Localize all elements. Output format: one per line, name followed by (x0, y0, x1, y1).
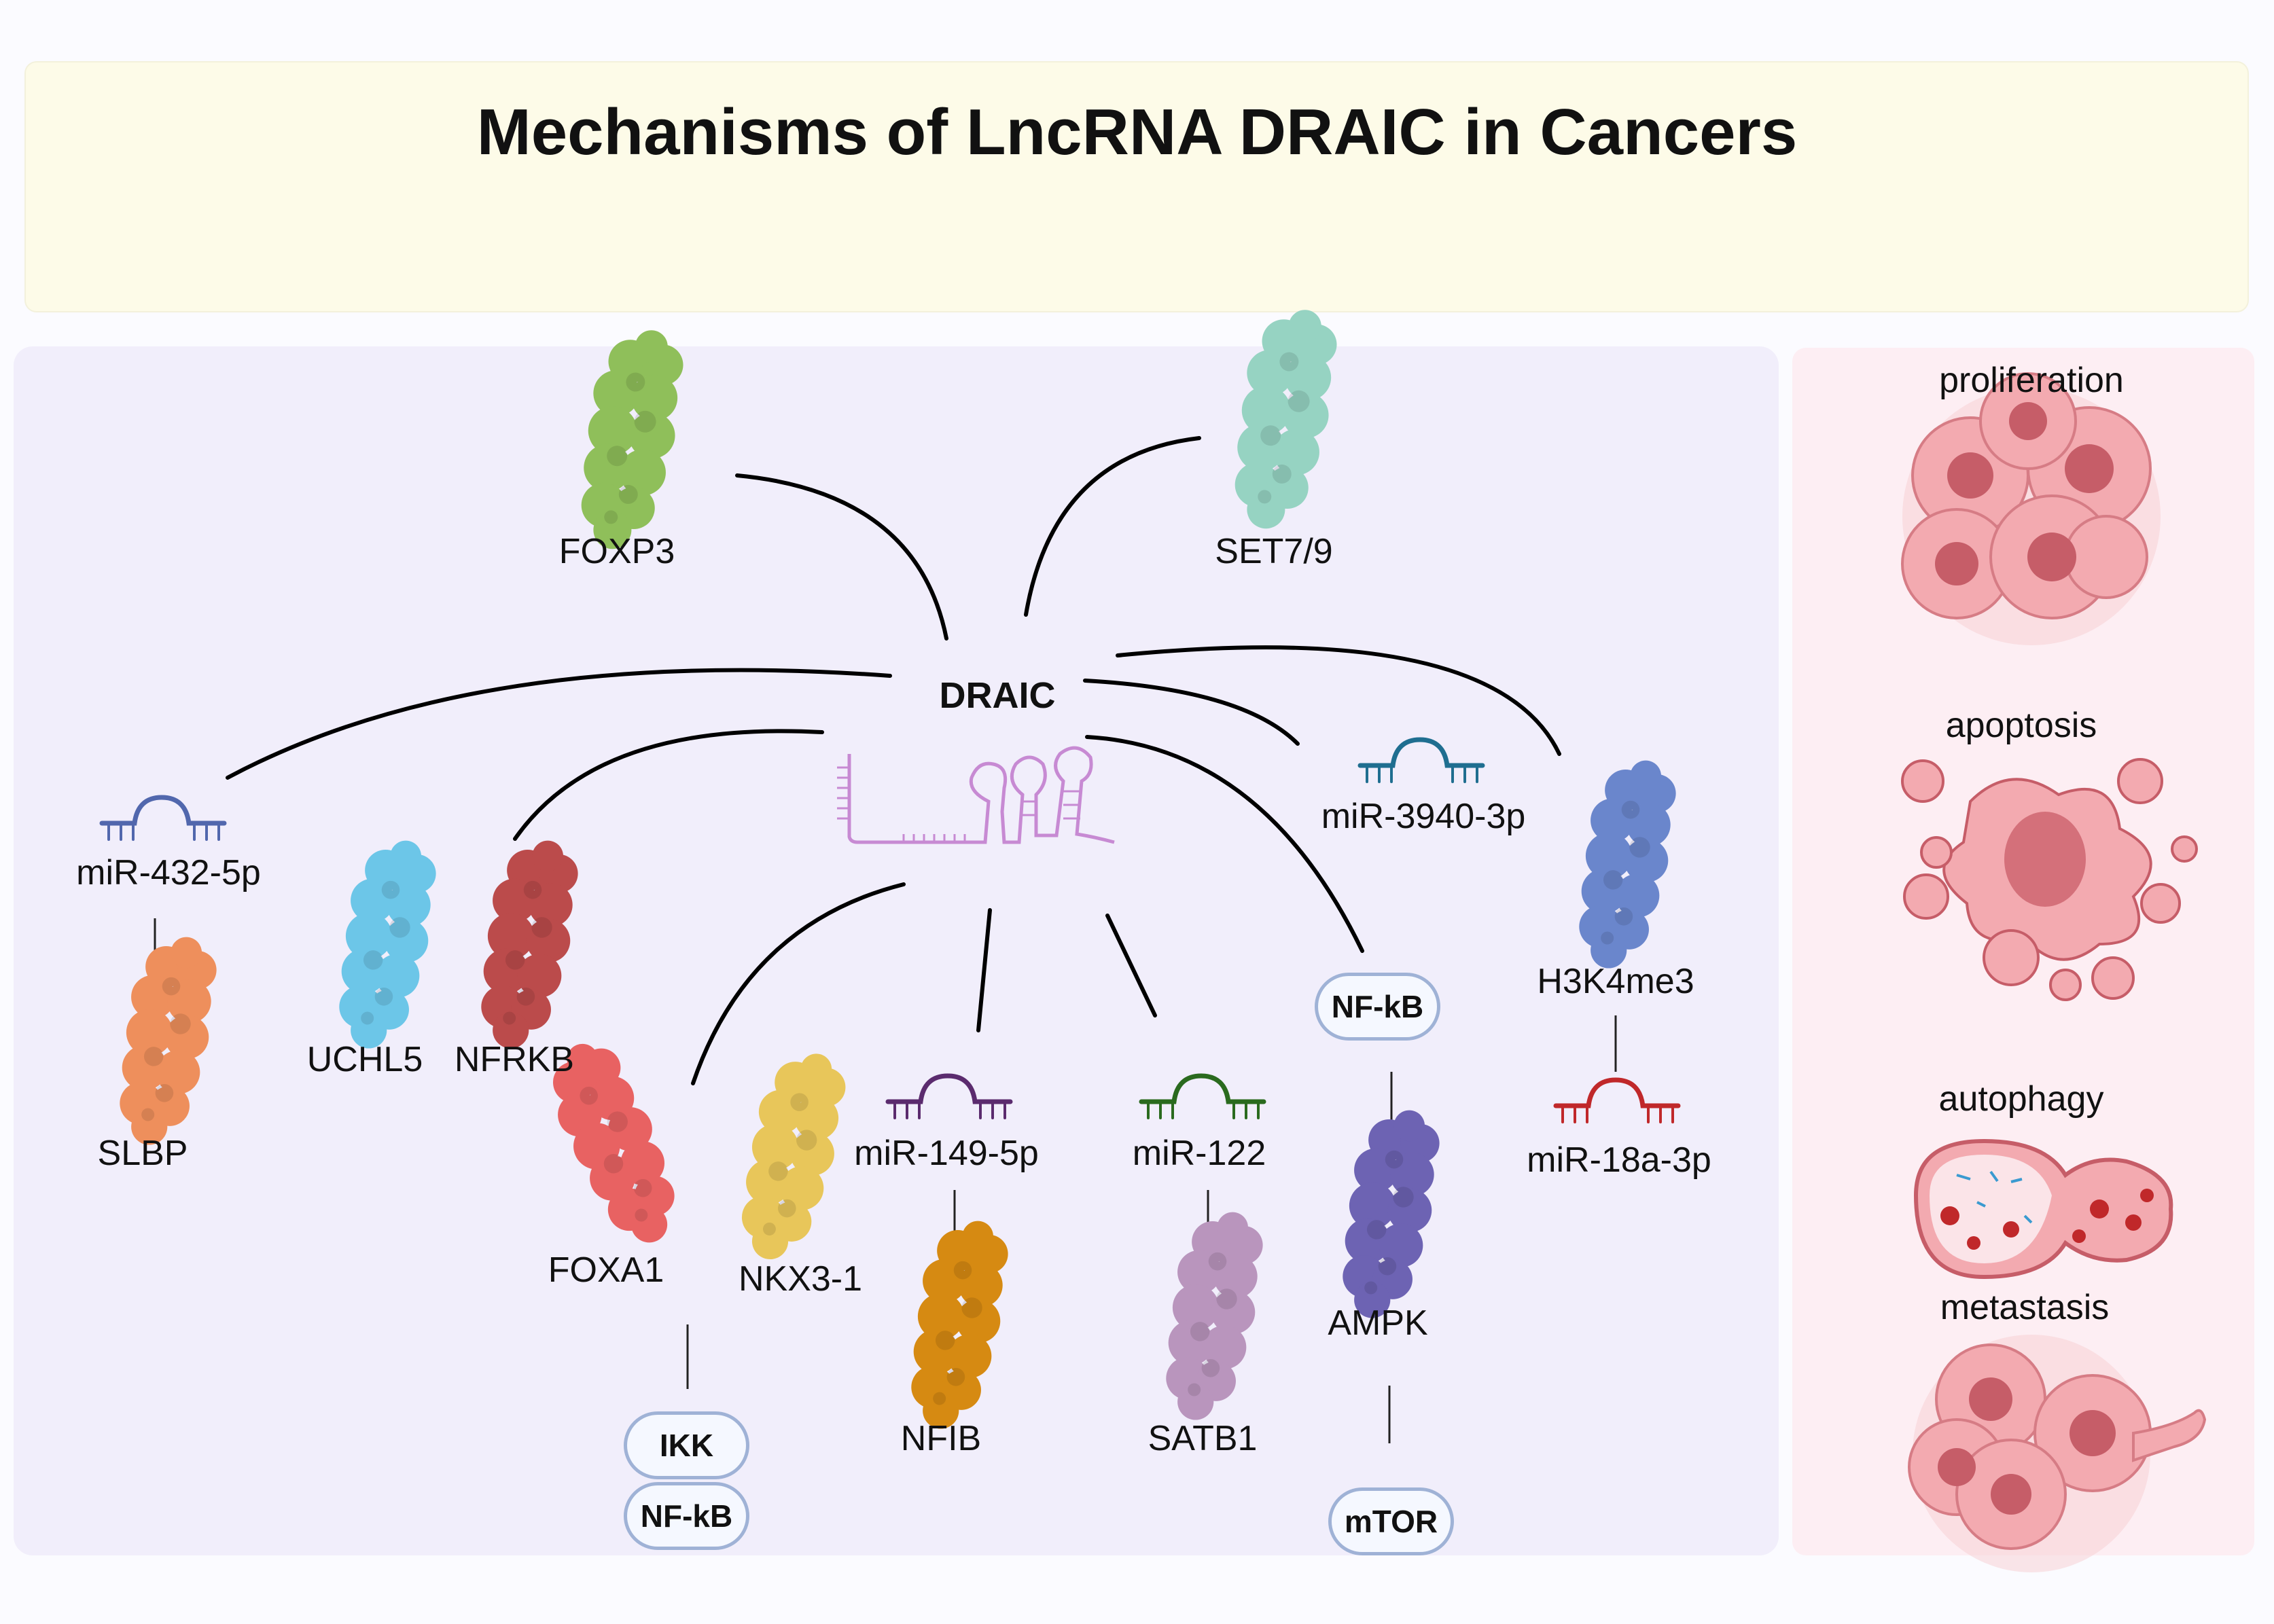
ampk-label: AMPK (1328, 1303, 1428, 1343)
mir-18a-3p-glyph (1553, 1077, 1681, 1123)
slbp-protein (101, 928, 229, 1153)
mir-432-5p-glyph (99, 795, 227, 841)
nfrkb-protein (463, 831, 590, 1057)
nf-kb-pill-left: NF-kB (624, 1482, 749, 1550)
proliferation-label: proliferation (1939, 361, 2124, 400)
mir-3940-3p-label: miR-3940-3p (1321, 797, 1526, 836)
connection-lines (226, 436, 1561, 1085)
nfib-label: NFIB (900, 1419, 982, 1458)
mir-122-label: miR-122 (1132, 1134, 1266, 1173)
mir-149-5p-glyph (885, 1073, 1013, 1119)
mir-149-5p-label: miR-149-5p (854, 1134, 1039, 1173)
metastasis-label: metastasis (1940, 1288, 2110, 1327)
proliferation-cells-illustration (1901, 372, 2161, 645)
ampk-protein (1324, 1101, 1452, 1327)
diagram-title: Mechanisms of LncRNA DRAIC in Cancers (476, 96, 1798, 168)
slbp-label: SLBP (97, 1134, 188, 1173)
autophagy-label: autophagy (1938, 1079, 2104, 1119)
nfib-protein (893, 1212, 1020, 1437)
nfrkb-label: NFRKB (454, 1040, 575, 1079)
draic-rna-structure (847, 746, 1115, 844)
title-banner (24, 61, 2249, 312)
foxa1-label: FOXA1 (548, 1250, 664, 1290)
foxp3-label: FOXP3 (558, 532, 675, 571)
apoptosis-nucleus (2004, 812, 2086, 907)
autophagy-illustration (1913, 1138, 2173, 1280)
apoptosis-label: apoptosis (1945, 706, 2097, 745)
draic-label: DRAIC (939, 675, 1056, 716)
draic-rna-ticks (837, 766, 1080, 842)
h3k4me3-label: H3K4me3 (1537, 962, 1694, 1001)
h3k4me3-protein (1561, 751, 1688, 977)
mir-432-5p-label: miR-432-5p (76, 853, 261, 892)
mtor-pill: mTOR (1328, 1487, 1454, 1555)
satb1-label: SATB1 (1148, 1419, 1258, 1458)
mir-18a-3p-label: miR-18a-3p (1527, 1140, 1711, 1180)
mir-122-glyph (1139, 1073, 1266, 1119)
nkx31-protein (722, 1042, 859, 1269)
nkx31-label: NKX3-1 (738, 1259, 863, 1299)
ikk-pill: IKK (624, 1411, 749, 1479)
set79-protein (1215, 300, 1350, 537)
set79-label: SET7/9 (1215, 532, 1333, 571)
metastasis-cells-illustration (1908, 1335, 2207, 1572)
foxp3-protein (562, 321, 696, 558)
nf-kb-pill-right: NF-kB (1315, 973, 1440, 1041)
satb1-protein (1148, 1203, 1275, 1428)
uchl5-protein (321, 831, 448, 1057)
uchl5-label: UCHL5 (306, 1040, 423, 1079)
mechanisms-panel (14, 346, 1779, 1555)
mir-3940-3p-glyph (1357, 737, 1485, 783)
